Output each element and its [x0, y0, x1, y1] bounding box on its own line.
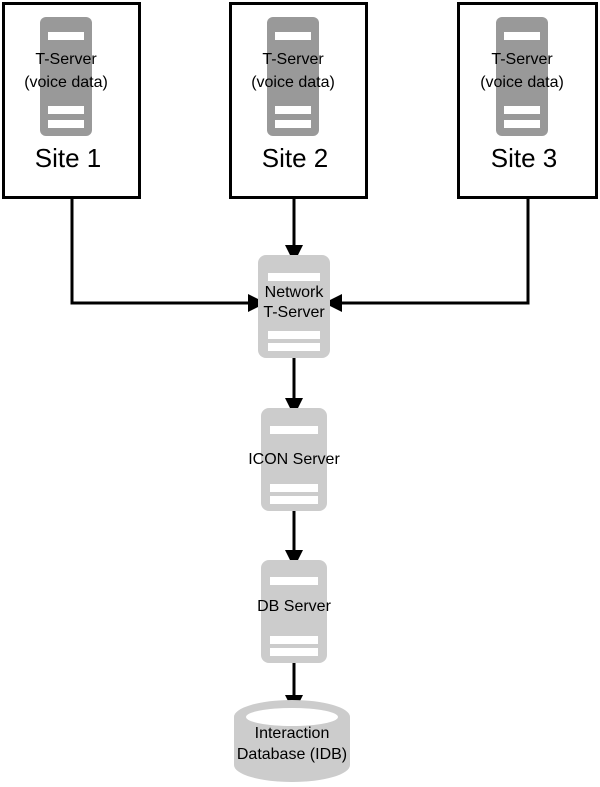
arrow-right-icon — [248, 294, 266, 312]
node-network-tserver[interactable]: Network T-Server — [258, 255, 330, 358]
arrow-down-icon — [285, 398, 303, 416]
database-cylinder-icon — [234, 700, 350, 782]
network-tserver-line2: T-Server — [263, 304, 325, 321]
site-1-label: Site 1 — [35, 143, 102, 173]
site-1-server-line1: T-Server — [35, 51, 97, 68]
server-rack-icon — [261, 560, 327, 663]
site-box-1[interactable]: T-Server (voice data) Site 1 — [2, 2, 141, 199]
arrow-down-icon — [285, 550, 303, 568]
icon-server-label: ICON Server — [248, 451, 340, 468]
arrow-down-icon — [285, 245, 303, 263]
connector-site3-to-network-tserver — [324, 197, 530, 312]
interaction-database-line1: Interaction — [255, 725, 330, 742]
interaction-database-line2: Database (IDB) — [237, 746, 347, 763]
server-rack-icon — [258, 255, 330, 358]
server-rack-icon — [267, 17, 319, 136]
connector-site2-to-network-tserver — [285, 197, 303, 263]
site-box-2[interactable]: T-Server (voice data) Site 2 — [229, 2, 368, 199]
server-rack-icon — [40, 17, 92, 136]
site-box-3[interactable]: T-Server (voice data) Site 3 — [457, 2, 598, 199]
site-3-server-line1: T-Server — [491, 51, 553, 68]
site-1-server-line2: (voice data) — [24, 74, 108, 91]
arrow-left-icon — [324, 294, 342, 312]
server-rack-icon — [261, 408, 327, 511]
node-db-server[interactable]: DB Server — [257, 560, 332, 663]
site-2-server-line2: (voice data) — [251, 74, 335, 91]
site-3-server-line2: (voice data) — [480, 74, 564, 91]
site-3-label: Site 3 — [491, 143, 558, 173]
node-interaction-database[interactable]: Interaction Database (IDB) — [234, 700, 350, 782]
connector-site1-to-network-tserver — [70, 197, 266, 312]
site-2-label: Site 2 — [262, 143, 329, 173]
server-rack-icon — [496, 17, 548, 136]
site-2-server-line1: T-Server — [262, 51, 324, 68]
db-server-label: DB Server — [257, 598, 331, 615]
node-icon-server[interactable]: ICON Server — [248, 408, 340, 511]
network-tserver-line1: Network — [265, 284, 325, 301]
connector-network-tserver-to-icon-server — [285, 350, 303, 416]
connector-icon-server-to-db-server — [285, 502, 303, 568]
